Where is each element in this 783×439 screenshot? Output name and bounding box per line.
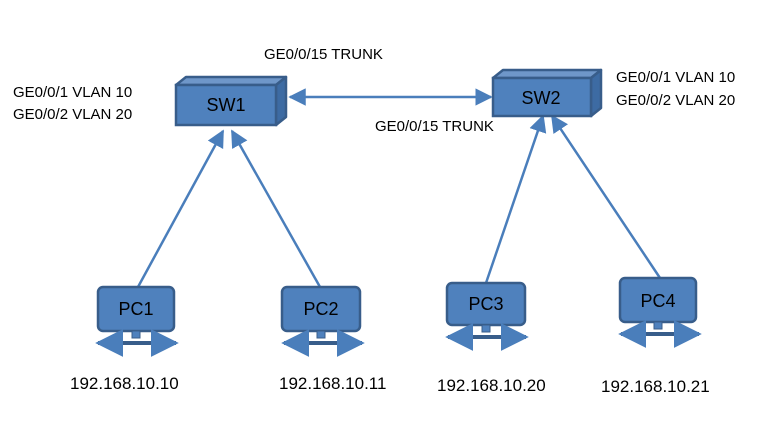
link-pc4-sw2 (550, 114, 662, 279)
pc-label-pc1: PC1 (118, 299, 153, 319)
link-pc2-sw1 (230, 129, 322, 288)
ip-label-pc2: 192.168.10.11 (279, 374, 386, 393)
pc2[interactable]: PC2 (280, 285, 365, 357)
switch-side-face (589, 68, 603, 118)
link-pc3-sw2 (484, 114, 547, 284)
pc3[interactable]: PC3 (445, 281, 529, 351)
pc-label-pc4: PC4 (640, 291, 675, 311)
switch-side-face (274, 75, 288, 127)
sw2-port-label-1: GE0/0/1 VLAN 10 (616, 69, 735, 86)
switch-sw1[interactable]: SW1 (174, 75, 288, 127)
switch-label-sw1: SW1 (206, 95, 245, 115)
pc-stand (131, 330, 141, 339)
trunk-label-sw2: GE0/0/15 TRUNK (375, 118, 494, 135)
ip-label-pc1: 192.168.10.10 (70, 374, 179, 393)
switch-sw2[interactable]: SW2 (491, 68, 603, 118)
pc-stand (481, 324, 491, 333)
switch-label-sw2: SW2 (521, 88, 560, 108)
links (136, 88, 662, 288)
switch-front-face (174, 83, 278, 127)
sw2-port-label-2: GE0/0/2 VLAN 20 (616, 92, 735, 109)
pc1[interactable]: PC1 (95, 285, 179, 357)
sw1-port-label-2: GE0/0/2 VLAN 20 (13, 106, 132, 123)
pc-label-pc3: PC3 (468, 294, 503, 314)
trunk-label-sw1: GE0/0/15 TRUNK (264, 46, 383, 63)
sw1-port-label-1: GE0/0/1 VLAN 10 (13, 84, 132, 101)
ip-label-pc3: 192.168.10.20 (437, 376, 546, 395)
pc-stand (316, 330, 326, 339)
switch-front-face (491, 76, 593, 118)
pc-stand (653, 321, 663, 330)
ip-label-pc4: 192.168.10.21 (601, 377, 710, 396)
pc4[interactable]: PC4 (618, 276, 702, 348)
link-pc1-sw1 (136, 129, 225, 288)
pc-label-pc2: PC2 (303, 299, 338, 319)
